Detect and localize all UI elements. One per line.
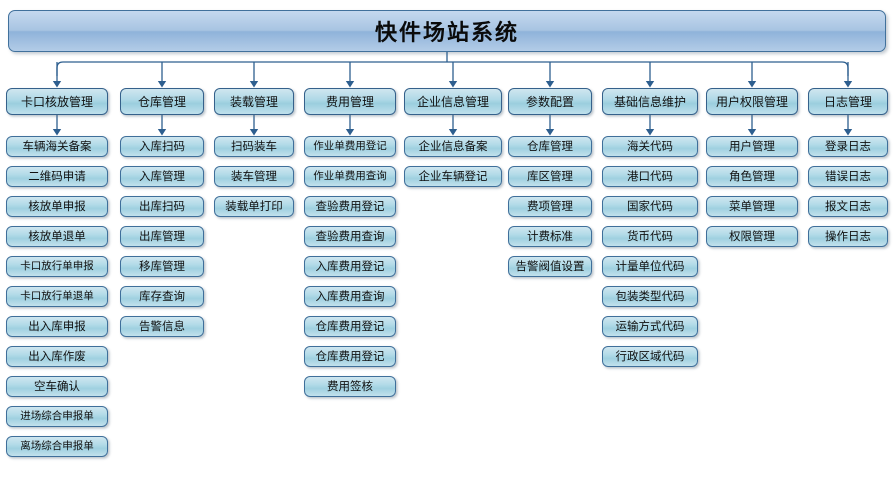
menu-node-log-0[interactable]: 登录日志	[808, 136, 888, 157]
menu-node-gate-release-0[interactable]: 车辆海关备案	[6, 136, 108, 157]
column-enterprise-info: 企业信息管理企业信息备案企业车辆登记	[404, 88, 502, 187]
menu-node-parameter-config-4[interactable]: 告警阀值设置	[508, 256, 592, 277]
menu-node-gate-release-4[interactable]: 卡口放行单申报	[6, 256, 108, 277]
menu-node-enterprise-info-0[interactable]: 企业信息备案	[404, 136, 502, 157]
menu-node-warehouse-6[interactable]: 告警信息	[120, 316, 204, 337]
menu-node-loading-2[interactable]: 装载单打印	[214, 196, 294, 217]
menu-node-fee-5[interactable]: 入库费用查询	[304, 286, 396, 307]
menu-node-fee-0[interactable]: 作业单费用登记	[304, 136, 396, 157]
menu-node-gate-release-3[interactable]: 核放单退单	[6, 226, 108, 247]
menu-node-fee-3[interactable]: 查验费用查询	[304, 226, 396, 247]
menu-node-parameter-config-3[interactable]: 计费标准	[508, 226, 592, 247]
menu-node-fee-8[interactable]: 费用签核	[304, 376, 396, 397]
menu-node-fee-2[interactable]: 查验费用登记	[304, 196, 396, 217]
menu-node-gate-release-5[interactable]: 卡口放行单退单	[6, 286, 108, 307]
menu-node-log-3[interactable]: 操作日志	[808, 226, 888, 247]
menu-node-fee-6[interactable]: 仓库费用登记	[304, 316, 396, 337]
menu-node-user-permission-1[interactable]: 角色管理	[706, 166, 798, 187]
menu-node-fee-4[interactable]: 入库费用登记	[304, 256, 396, 277]
menu-node-basic-info-7[interactable]: 行政区域代码	[602, 346, 698, 367]
category-node-gate-release[interactable]: 卡口核放管理	[6, 88, 108, 115]
menu-node-basic-info-0[interactable]: 海关代码	[602, 136, 698, 157]
menu-node-gate-release-2[interactable]: 核放单申报	[6, 196, 108, 217]
root-node-label: 快件场站系统	[374, 21, 519, 46]
menu-node-parameter-config-1[interactable]: 库区管理	[508, 166, 592, 187]
menu-node-basic-info-5[interactable]: 包装类型代码	[602, 286, 698, 307]
menu-node-basic-info-2[interactable]: 国家代码	[602, 196, 698, 217]
column-user-permission: 用户权限管理用户管理角色管理菜单管理权限管理	[706, 88, 798, 247]
menu-node-log-1[interactable]: 错误日志	[808, 166, 888, 187]
menu-node-parameter-config-0[interactable]: 仓库管理	[508, 136, 592, 157]
column-parameter-config: 参数配置仓库管理库区管理费项管理计费标准告警阀值设置	[508, 88, 592, 277]
menu-node-gate-release-1[interactable]: 二维码申请	[6, 166, 108, 187]
column-warehouse: 仓库管理入库扫码入库管理出库扫码出库管理移库管理库存查询告警信息	[120, 88, 204, 337]
menu-node-gate-release-9[interactable]: 进场综合申报单	[6, 406, 108, 427]
category-node-enterprise-info[interactable]: 企业信息管理	[404, 88, 502, 115]
category-node-loading[interactable]: 装载管理	[214, 88, 294, 115]
column-basic-info: 基础信息维护海关代码港口代码国家代码货币代码计量单位代码包装类型代码运输方式代码…	[602, 88, 698, 367]
menu-node-warehouse-1[interactable]: 入库管理	[120, 166, 204, 187]
column-gate-release: 卡口核放管理车辆海关备案二维码申请核放单申报核放单退单卡口放行单申报卡口放行单退…	[6, 88, 108, 457]
category-node-warehouse[interactable]: 仓库管理	[120, 88, 204, 115]
menu-node-gate-release-10[interactable]: 离场综合申报单	[6, 436, 108, 457]
category-node-basic-info[interactable]: 基础信息维护	[602, 88, 698, 115]
menu-node-loading-0[interactable]: 扫码装车	[214, 136, 294, 157]
column-fee: 费用管理作业单费用登记作业单费用查询查验费用登记查验费用查询入库费用登记入库费用…	[304, 88, 396, 397]
menu-node-enterprise-info-1[interactable]: 企业车辆登记	[404, 166, 502, 187]
menu-node-warehouse-0[interactable]: 入库扫码	[120, 136, 204, 157]
root-node-system-title[interactable]: 快件场站系统	[8, 10, 886, 52]
menu-node-warehouse-2[interactable]: 出库扫码	[120, 196, 204, 217]
menu-node-basic-info-3[interactable]: 货币代码	[602, 226, 698, 247]
column-log: 日志管理登录日志错误日志报文日志操作日志	[808, 88, 888, 247]
category-node-log[interactable]: 日志管理	[808, 88, 888, 115]
menu-node-gate-release-7[interactable]: 出入库作废	[6, 346, 108, 367]
menu-node-user-permission-2[interactable]: 菜单管理	[706, 196, 798, 217]
category-node-user-permission[interactable]: 用户权限管理	[706, 88, 798, 115]
column-loading: 装载管理扫码装车装车管理装载单打印	[214, 88, 294, 217]
menu-node-log-2[interactable]: 报文日志	[808, 196, 888, 217]
menu-node-user-permission-0[interactable]: 用户管理	[706, 136, 798, 157]
menu-node-user-permission-3[interactable]: 权限管理	[706, 226, 798, 247]
category-node-fee[interactable]: 费用管理	[304, 88, 396, 115]
menu-node-warehouse-5[interactable]: 库存查询	[120, 286, 204, 307]
menu-node-basic-info-1[interactable]: 港口代码	[602, 166, 698, 187]
category-node-parameter-config[interactable]: 参数配置	[508, 88, 592, 115]
menu-node-fee-1[interactable]: 作业单费用查询	[304, 166, 396, 187]
menu-node-gate-release-8[interactable]: 空车确认	[6, 376, 108, 397]
menu-node-loading-1[interactable]: 装车管理	[214, 166, 294, 187]
menu-node-fee-7[interactable]: 仓库费用登记	[304, 346, 396, 367]
menu-node-warehouse-4[interactable]: 移库管理	[120, 256, 204, 277]
menu-node-basic-info-6[interactable]: 运输方式代码	[602, 316, 698, 337]
menu-node-parameter-config-2[interactable]: 费项管理	[508, 196, 592, 217]
menu-node-gate-release-6[interactable]: 出入库申报	[6, 316, 108, 337]
menu-node-basic-info-4[interactable]: 计量单位代码	[602, 256, 698, 277]
menu-node-warehouse-3[interactable]: 出库管理	[120, 226, 204, 247]
